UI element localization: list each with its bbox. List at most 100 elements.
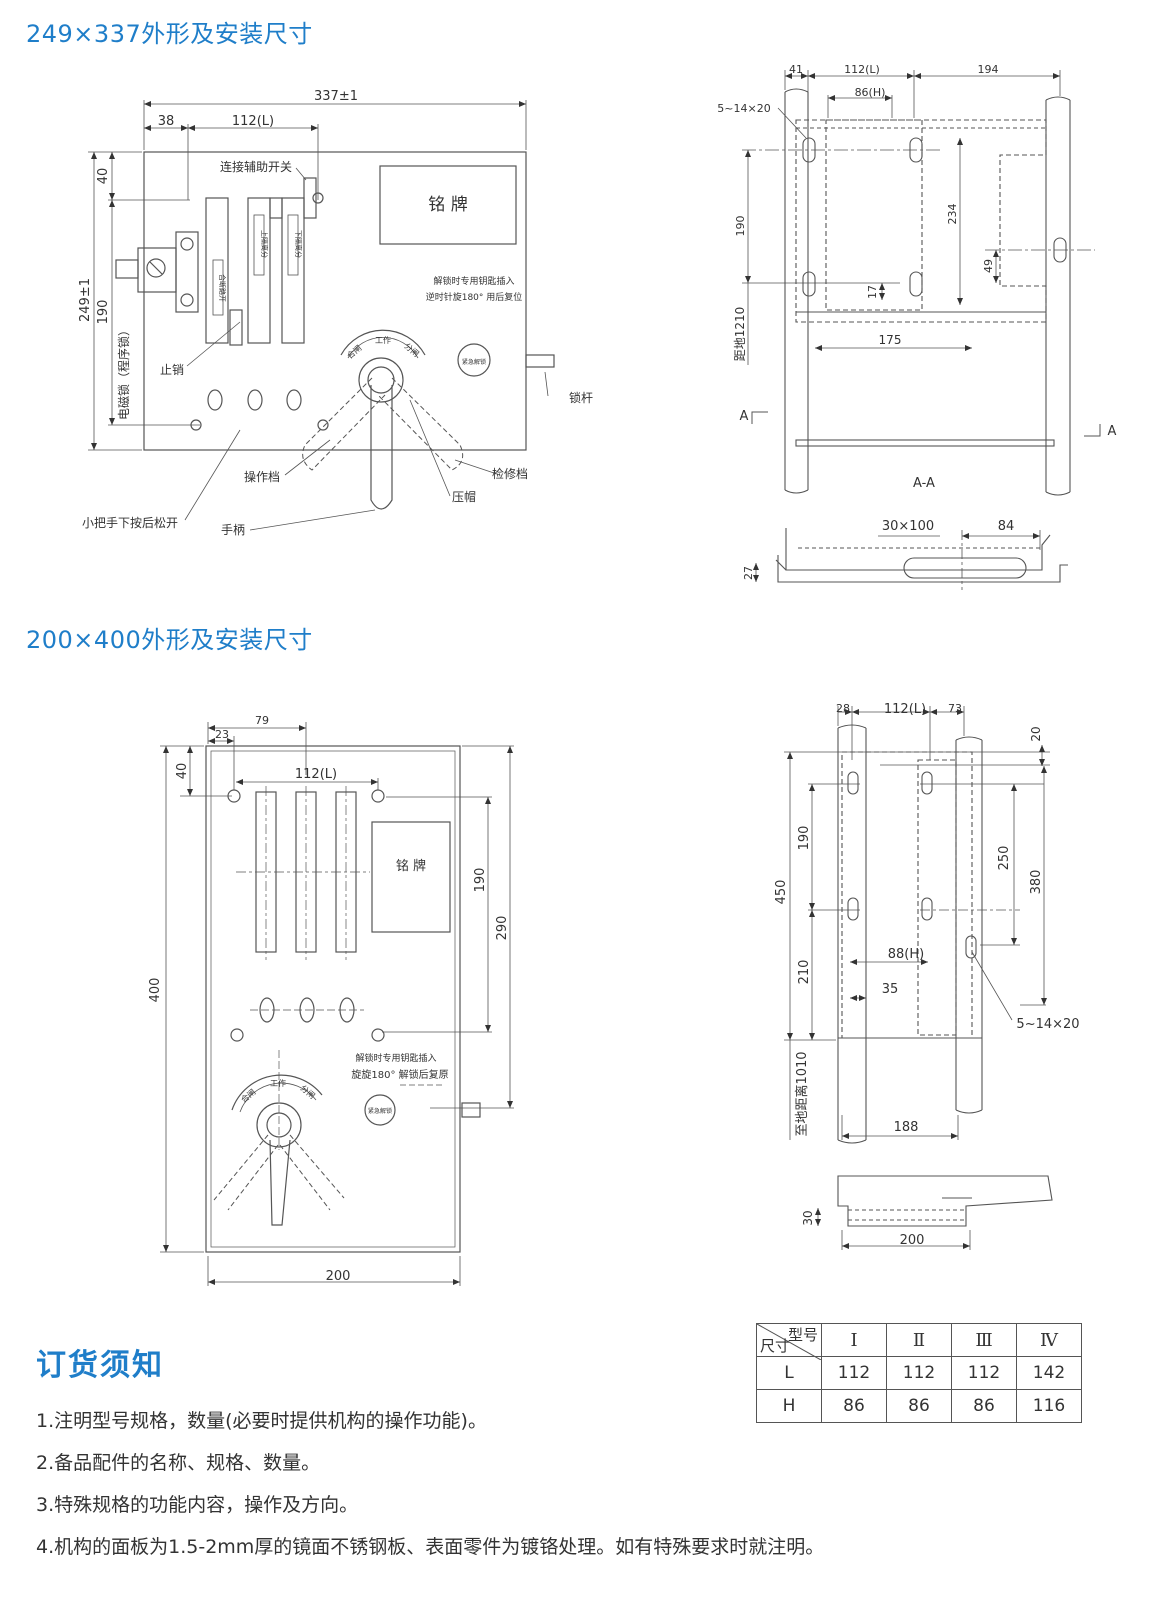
section2-text: 28 112(L) 73 20 190 450 250 380 210 88(H… bbox=[774, 702, 1080, 1248]
table-cell: 112 bbox=[821, 1356, 887, 1390]
dim-30x100: 30×100 bbox=[882, 519, 934, 534]
panel2-operating-hub bbox=[256, 1102, 302, 1148]
dim-200-s2: 200 bbox=[900, 1233, 925, 1248]
label-nameplate: 铭 牌 bbox=[428, 195, 467, 215]
dim-250: 250 bbox=[997, 846, 1012, 871]
panel2-label-nameplate: 铭 牌 bbox=[396, 858, 426, 874]
dim-112l-s1: 112(L) bbox=[844, 63, 880, 76]
label-up-isolate: 上隔离分 bbox=[260, 230, 269, 258]
label-stop-pin: 止销 bbox=[160, 363, 184, 377]
col-header: Ⅳ bbox=[1016, 1323, 1082, 1357]
dim-17: 17 bbox=[866, 285, 879, 299]
drawing2-text: 79 23 40 112(L) 190 290 400 200 铭 牌 解锁时专… bbox=[148, 714, 510, 1284]
dim-400: 400 bbox=[148, 978, 163, 1003]
col-header: Ⅰ bbox=[821, 1323, 887, 1357]
drawing1-text: 337±1 38 112(L) 40 190 249±1 电磁锁（程序锁） 连接… bbox=[78, 89, 593, 537]
label-aux-switch: 连接辅助开关 bbox=[220, 159, 292, 174]
dim-30: 30 bbox=[801, 1210, 815, 1225]
label-breaker: 合断路开 bbox=[218, 274, 227, 302]
dim-slot-s1: 5~14×20 bbox=[717, 102, 770, 115]
table-cell: 86 bbox=[821, 1389, 887, 1423]
panel2-dial-work: 工作 bbox=[270, 1078, 286, 1088]
dim-190: 190 bbox=[96, 300, 111, 325]
dim-249: 249±1 bbox=[78, 278, 93, 322]
label-floor-1210: 距地1210 bbox=[733, 307, 747, 362]
label-maintain-pos: 检修档 bbox=[492, 466, 528, 481]
order-note-1: 1.注明型号规格，数量(必要时提供机构的操作功能)。 bbox=[36, 1410, 487, 1432]
drawing2-heading: 200×400外形及安装尺寸 bbox=[26, 626, 313, 654]
order-note-3: 3.特殊规格的功能内容，操作及方向。 bbox=[36, 1494, 359, 1516]
dim-210: 210 bbox=[797, 960, 812, 985]
section-a-left: A bbox=[740, 409, 749, 424]
panel-outline bbox=[143, 151, 527, 451]
dim-28: 28 bbox=[836, 702, 850, 715]
section2-mounting-view bbox=[784, 706, 1053, 1250]
dim-86h: 86(H) bbox=[855, 86, 886, 99]
dim-35: 35 bbox=[882, 982, 899, 997]
table-row: H 86 86 86 116 bbox=[756, 1389, 1082, 1423]
dim-450: 450 bbox=[774, 880, 789, 905]
panel2-outline bbox=[205, 745, 461, 1253]
table-cell: 142 bbox=[1016, 1356, 1082, 1390]
dim-175: 175 bbox=[879, 333, 902, 347]
table-cell: 112 bbox=[951, 1356, 1017, 1390]
drawing1-front-view bbox=[88, 100, 555, 531]
panel2-unlock-2: 旋旋180° 解锁后复原 bbox=[351, 1068, 448, 1081]
dim-190-s2: 190 bbox=[797, 826, 812, 851]
dim-190-s1: 190 bbox=[734, 216, 747, 237]
label-magnet-lock: 电磁锁（程序锁） bbox=[116, 324, 131, 420]
dim-337: 337±1 bbox=[314, 89, 358, 104]
operating-hub bbox=[358, 357, 404, 403]
dim-380: 380 bbox=[1029, 870, 1044, 895]
operating-handle bbox=[370, 385, 393, 510]
panel2-dial-close: 合闸 bbox=[239, 1087, 258, 1105]
switch-bar-3 bbox=[281, 197, 305, 344]
table-cell: 86 bbox=[886, 1389, 952, 1423]
panel2-handle bbox=[269, 1139, 291, 1226]
dim-79: 79 bbox=[255, 714, 269, 727]
dim-84: 84 bbox=[998, 519, 1015, 534]
dim-40: 40 bbox=[96, 168, 111, 185]
order-note-4: 4.机构的面板为1.5-2mm厚的镜面不锈钢板、表面零件为镀铬处理。如有特殊要求… bbox=[36, 1536, 825, 1558]
dim-27: 27 bbox=[742, 566, 755, 580]
dim-112l-p2: 112(L) bbox=[295, 767, 337, 782]
panel2-unlock-1: 解锁时专用钥匙插入 bbox=[355, 1052, 436, 1064]
order-note-2: 2.备品配件的名称、规格、数量。 bbox=[36, 1452, 321, 1474]
row-label: L bbox=[756, 1356, 822, 1390]
table-cell: 112 bbox=[886, 1356, 952, 1390]
table-row: L 112 112 112 142 bbox=[756, 1356, 1082, 1390]
drawing1-heading: 249×337外形及安装尺寸 bbox=[26, 20, 313, 48]
panel2-emergency: 紧急解锁 bbox=[368, 1107, 392, 1115]
dim-112l-s2: 112(L) bbox=[884, 702, 926, 717]
dim-188: 188 bbox=[894, 1120, 919, 1135]
col-header: Ⅲ bbox=[951, 1323, 1017, 1357]
nameplate-box bbox=[379, 165, 517, 245]
table-cell: 86 bbox=[951, 1389, 1017, 1423]
dial-work: 工作 bbox=[375, 335, 391, 345]
spec-table-header: 型号 尺寸 Ⅰ Ⅱ Ⅲ Ⅳ bbox=[756, 1323, 1082, 1360]
label-handle: 手柄 bbox=[221, 523, 245, 537]
dim-20: 20 bbox=[1029, 726, 1043, 741]
dim-234: 234 bbox=[946, 204, 959, 225]
corner-size: 尺寸 bbox=[760, 1337, 791, 1355]
switch-bar-1 bbox=[205, 197, 229, 344]
section-a-right: A bbox=[1108, 424, 1117, 439]
col-header: Ⅱ bbox=[886, 1323, 952, 1357]
spec-table-corner: 型号 尺寸 bbox=[756, 1323, 822, 1360]
panel2-nameplate bbox=[371, 821, 451, 933]
label-section-aa: A-A bbox=[913, 476, 935, 491]
label-emergency: 紧急解锁 bbox=[462, 358, 486, 366]
dim-38: 38 bbox=[158, 114, 175, 129]
label-unlock-1: 解锁时专用钥匙插入 bbox=[433, 275, 514, 287]
dim-200-p2: 200 bbox=[326, 1269, 351, 1284]
dim-112l: 112(L) bbox=[232, 114, 274, 129]
dim-49: 49 bbox=[982, 259, 995, 273]
label-lock-rod: 锁杆 bbox=[569, 390, 593, 405]
spec-table: 型号 尺寸 Ⅰ Ⅱ Ⅲ Ⅳ L 112 112 112 142 H 86 86 … bbox=[756, 1323, 1082, 1423]
label-floor-1010: 至地距离1010 bbox=[794, 1051, 810, 1136]
label-down-isolate: 下隔离分 bbox=[294, 230, 303, 258]
label-operate-pos: 操作档 bbox=[244, 469, 280, 484]
dim-23: 23 bbox=[215, 728, 229, 741]
dim-290: 290 bbox=[495, 916, 510, 941]
